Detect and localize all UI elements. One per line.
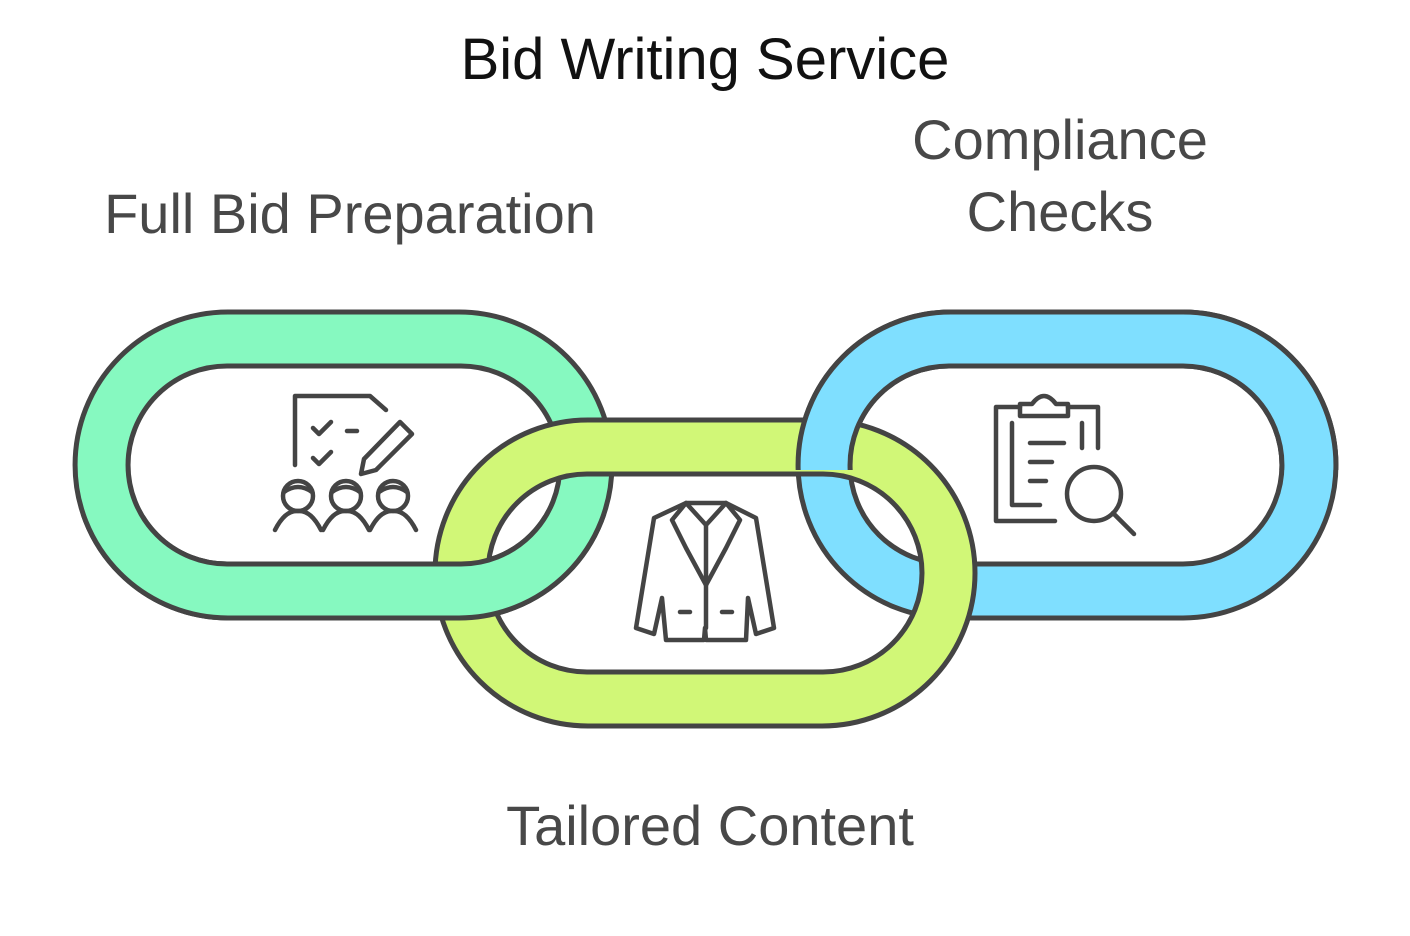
clipboard-search-icon [993, 393, 1137, 537]
label-compliance-checks: Compliance Checks [912, 108, 1208, 243]
checklist-team-icon [272, 393, 419, 533]
label-full-bid-preparation: Full Bid Preparation [104, 182, 596, 245]
suit-jacket-icon [633, 500, 777, 643]
label-tailored-content: Tailored Content [506, 794, 914, 857]
diagram-title: Bid Writing Service [460, 27, 950, 92]
chain-link-tailored [432, 417, 978, 729]
